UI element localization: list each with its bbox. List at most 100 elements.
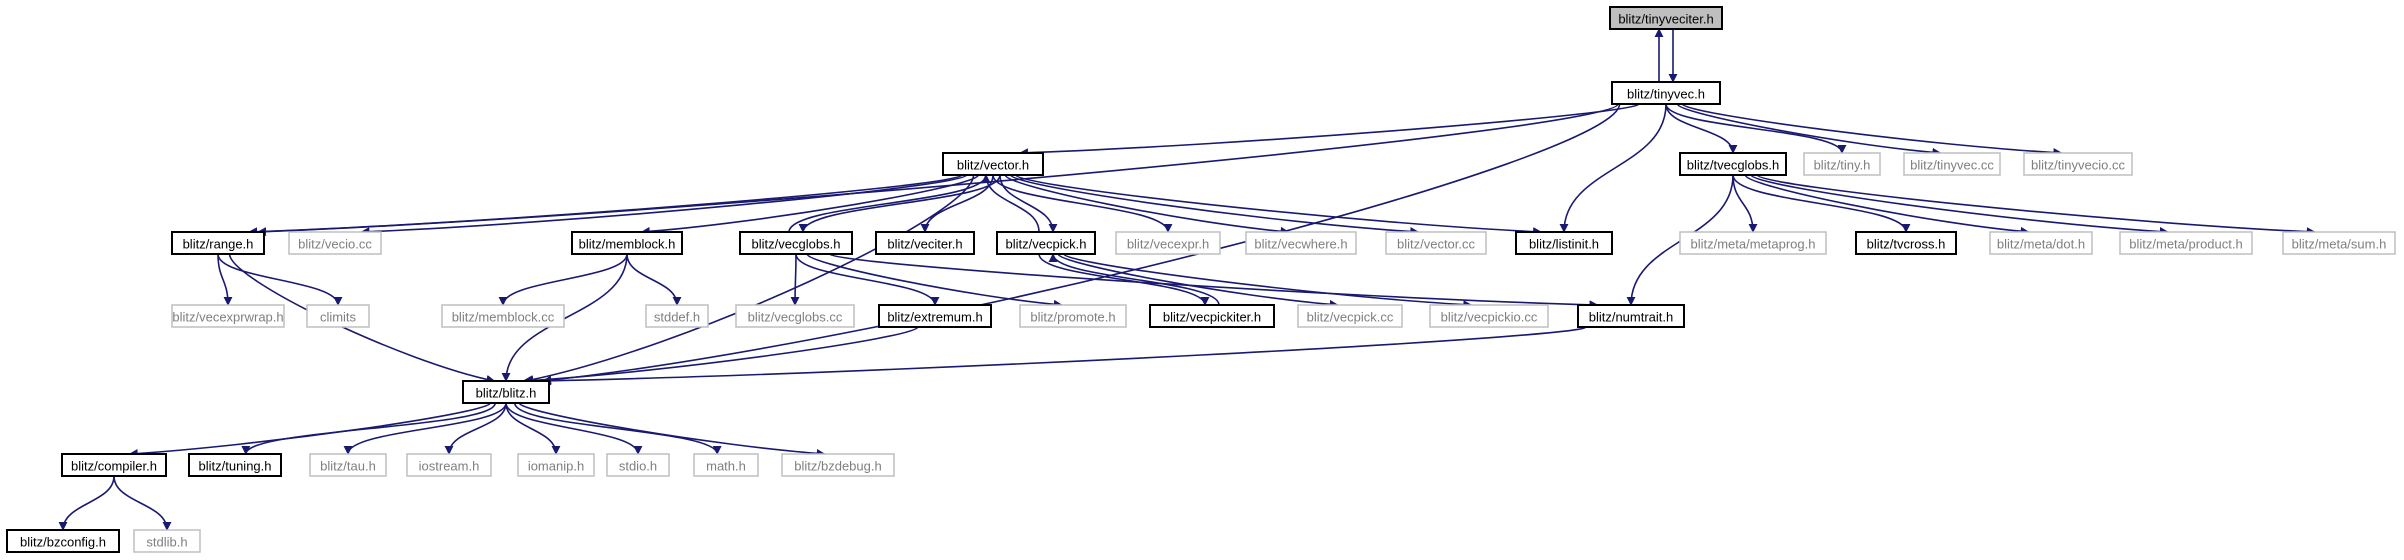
node-vector[interactable]: blitz/vector.h xyxy=(942,152,1044,176)
node-listinit[interactable]: blitz/listinit.h xyxy=(1515,231,1613,255)
node-stdlib: stdlib.h xyxy=(133,529,201,553)
node-box-vector[interactable] xyxy=(942,152,1044,176)
node-label-vecexprwrap: blitz/vecexprwrap.h xyxy=(172,310,283,325)
edge-tinyvec-to-tvecglobs xyxy=(1665,103,1738,154)
node-blitz[interactable]: blitz/blitz.h xyxy=(462,380,550,404)
edge-range-to-climits xyxy=(217,253,343,306)
node-stdio: stdio.h xyxy=(606,453,670,477)
node-label-iostream: iostream.h xyxy=(419,459,480,474)
node-metasum: blitz/meta/sum.h xyxy=(2282,231,2396,255)
node-veciocc: blitz/vecio.cc xyxy=(288,231,382,255)
edge-blitz-to-math xyxy=(514,402,722,455)
node-box-vecglobs[interactable] xyxy=(739,231,853,255)
node-label-tinyveciocc: blitz/tinyvecio.cc xyxy=(2031,158,2125,173)
node-label-vecexpr: blitz/vecexpr.h xyxy=(1127,237,1209,252)
node-label-stdlib: stdlib.h xyxy=(146,535,187,550)
node-label-stdio: stdio.h xyxy=(619,459,657,474)
edge-tinyvec-to-listinit xyxy=(1559,103,1667,233)
node-box-vecpickcc xyxy=(1297,304,1403,328)
node-box-stdio xyxy=(606,453,670,477)
node-box-tinyveccc xyxy=(1903,152,2001,176)
node-label-climits: climits xyxy=(320,310,357,325)
node-box-promote xyxy=(1019,304,1127,328)
node-tuning[interactable]: blitz/tuning.h xyxy=(188,453,282,477)
node-tinyvec[interactable]: blitz/tinyvec.h xyxy=(1611,81,1721,105)
edge-tinyvec-to-blitz xyxy=(542,103,1621,385)
node-vecpickiter[interactable]: blitz/vecpickiter.h xyxy=(1149,304,1275,328)
node-box-tuning[interactable] xyxy=(188,453,282,477)
node-label-stddef: stddef.h xyxy=(654,310,700,325)
edge-memblock-to-blitz xyxy=(501,253,628,382)
node-box-bzconfig[interactable] xyxy=(6,529,120,553)
node-label-tinyvec: blitz/tinyvec.h xyxy=(1627,87,1705,102)
node-box-vecpick[interactable] xyxy=(996,231,1096,255)
node-label-math: math.h xyxy=(706,459,746,474)
node-compiler[interactable]: blitz/compiler.h xyxy=(61,453,167,477)
edge-vector-to-vecexpr xyxy=(992,174,1173,233)
node-box-blitz[interactable] xyxy=(462,380,550,404)
node-label-listinit: blitz/listinit.h xyxy=(1529,237,1599,252)
node-label-vecglobs: blitz/vecglobs.h xyxy=(752,237,841,252)
edge-vecpick-to-vecpickiocc xyxy=(1062,253,1473,310)
node-vecpickcc: blitz/vecpick.cc xyxy=(1297,304,1403,328)
node-label-metaprog: blitz/meta/metaprog.h xyxy=(1690,237,1815,252)
node-label-blitz: blitz/blitz.h xyxy=(476,386,537,401)
node-box-listinit[interactable] xyxy=(1515,231,1613,255)
edge-vecglobs-to-vecglobscc xyxy=(790,253,800,306)
edge-tvecglobs-to-metaprog xyxy=(1732,174,1758,233)
node-extremum[interactable]: blitz/extremum.h xyxy=(878,304,992,328)
node-box-vecexpr xyxy=(1115,231,1221,255)
edge-vector-to-veciter xyxy=(920,174,994,233)
edge-blitz-to-stdio xyxy=(505,402,643,455)
edge-blitz-to-iostream xyxy=(444,402,507,455)
edge-blitz-to-tau xyxy=(343,402,507,455)
edge-vector-to-vecglobs xyxy=(798,174,1001,233)
node-box-memblock[interactable] xyxy=(571,231,683,255)
edge-tinyvec-to-tinyveccc xyxy=(1676,103,1942,157)
node-tinyveciter[interactable]: blitz/tinyveciter.h xyxy=(1609,6,1723,30)
node-range[interactable]: blitz/range.h xyxy=(171,231,265,255)
node-tinyveciocc: blitz/tinyvecio.cc xyxy=(2023,152,2133,176)
edge-vector-to-vectorcc xyxy=(1009,174,1420,237)
node-label-tvcross: blitz/tvcross.h xyxy=(1867,237,1946,252)
node-memblock[interactable]: blitz/memblock.h xyxy=(571,231,683,255)
node-box-range[interactable] xyxy=(171,231,265,255)
node-box-tvcross[interactable] xyxy=(1855,231,1957,255)
node-label-memblock: blitz/memblock.h xyxy=(579,237,676,252)
node-label-promote: blitz/promote.h xyxy=(1030,310,1115,325)
node-tvecglobs[interactable]: blitz/tvecglobs.h xyxy=(1679,152,1787,176)
node-box-tinyveciter[interactable] xyxy=(1609,6,1723,30)
node-veciter[interactable]: blitz/veciter.h xyxy=(875,231,975,255)
node-label-extremum: blitz/extremum.h xyxy=(887,310,982,325)
node-box-vecpickiocc xyxy=(1429,304,1549,328)
node-box-vecpickiter[interactable] xyxy=(1149,304,1275,328)
node-box-compiler[interactable] xyxy=(61,453,167,477)
node-box-stddef xyxy=(645,304,709,328)
edge-tvecglobs-to-tvcross xyxy=(1732,174,1911,233)
node-bzconfig[interactable]: blitz/bzconfig.h xyxy=(6,529,120,553)
node-numtrait[interactable]: blitz/numtrait.h xyxy=(1577,304,1685,328)
node-box-bzdebug xyxy=(781,453,895,477)
node-box-numtrait[interactable] xyxy=(1577,304,1685,328)
node-tvcross[interactable]: blitz/tvcross.h xyxy=(1855,231,1957,255)
node-label-iomanip: iomanip.h xyxy=(528,459,584,474)
node-box-tvecglobs[interactable] xyxy=(1679,152,1787,176)
node-box-extremum[interactable] xyxy=(878,304,992,328)
edge-blitz-to-bzdebug xyxy=(518,402,826,458)
node-box-tinyvec[interactable] xyxy=(1611,81,1721,105)
dependency-edges xyxy=(58,28,2316,531)
node-stddef: stddef.h xyxy=(645,304,709,328)
node-box-climits xyxy=(306,304,370,328)
edge-vecpick-to-vecpickcc xyxy=(1057,253,1339,309)
node-vecglobs[interactable]: blitz/vecglobs.h xyxy=(739,231,853,255)
node-box-veciter[interactable] xyxy=(875,231,975,255)
node-vecwhere: blitz/vecwhere.h xyxy=(1245,231,1357,255)
node-label-vecpickiocc: blitz/vecpickio.cc xyxy=(1441,310,1538,325)
edge-vecpick-to-vector xyxy=(981,174,1040,233)
edge-memblock-to-stddef xyxy=(626,253,682,306)
node-vecpick[interactable]: blitz/vecpick.h xyxy=(996,231,1096,255)
node-label-vecwhere: blitz/vecwhere.h xyxy=(1254,237,1347,252)
node-label-tinyveciter: blitz/tinyveciter.h xyxy=(1618,12,1713,27)
node-vecpickiocc: blitz/vecpickio.cc xyxy=(1429,304,1549,328)
